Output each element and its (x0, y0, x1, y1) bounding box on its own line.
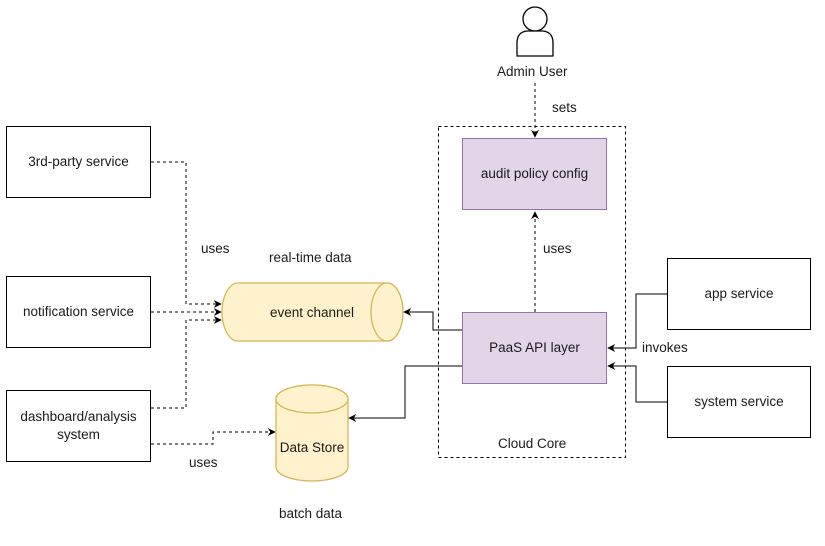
third-party-service-label: 3rd-party service (28, 154, 129, 170)
system-service-node[interactable]: system service (667, 366, 811, 438)
dashboard-analysis-system-node[interactable]: dashboard/analysis system (6, 390, 151, 462)
admin-user-label: Admin User (497, 64, 568, 79)
app-service-node[interactable]: app service (667, 258, 811, 330)
uses-label-right: uses (543, 241, 572, 256)
edge-dashboard-to-event-channel (151, 316, 222, 409)
audit-policy-config-node[interactable]: audit policy config (462, 138, 607, 210)
edge-third-party-to-event-channel (151, 161, 222, 308)
person-icon (516, 6, 554, 57)
edge-paas-to-event-channel (403, 308, 462, 331)
edge-system-service-invokes-paas (607, 362, 667, 403)
edge-app-service-invokes-paas (607, 293, 667, 352)
event-channel[interactable]: event channel (221, 282, 404, 342)
notification-service-node[interactable]: notification service (6, 276, 151, 348)
edge-dashboard-to-data-store (151, 428, 276, 445)
paas-api-layer-node[interactable]: PaaS API layer (462, 312, 607, 384)
invokes-label: invokes (642, 340, 688, 355)
dashboard-label-line2: system (57, 427, 100, 442)
sets-label: sets (552, 100, 577, 115)
cloud-core-label: Cloud Core (498, 436, 567, 451)
app-service-label: app service (704, 286, 774, 302)
paas-api-layer-label: PaaS API layer (489, 340, 580, 356)
notification-service-label: notification service (22, 304, 135, 320)
audit-policy-config-label: audit policy config (480, 166, 589, 182)
data-store-label: Data Store (280, 440, 345, 455)
system-service-label: system service (694, 394, 784, 410)
dashboard-label-line1: dashboard/analysis (20, 409, 137, 425)
uses-label-left: uses (201, 241, 230, 256)
batch-data-label: batch data (279, 506, 343, 521)
data-store[interactable]: Data Store (275, 384, 349, 482)
cloud-core-container (438, 126, 626, 458)
real-time-data-label: real-time data (269, 250, 352, 265)
edge-paas-to-data-store (348, 365, 462, 422)
event-channel-label: event channel (270, 305, 354, 320)
third-party-service-node[interactable]: 3rd-party service (6, 126, 151, 198)
uses-label-bottom: uses (189, 455, 218, 470)
